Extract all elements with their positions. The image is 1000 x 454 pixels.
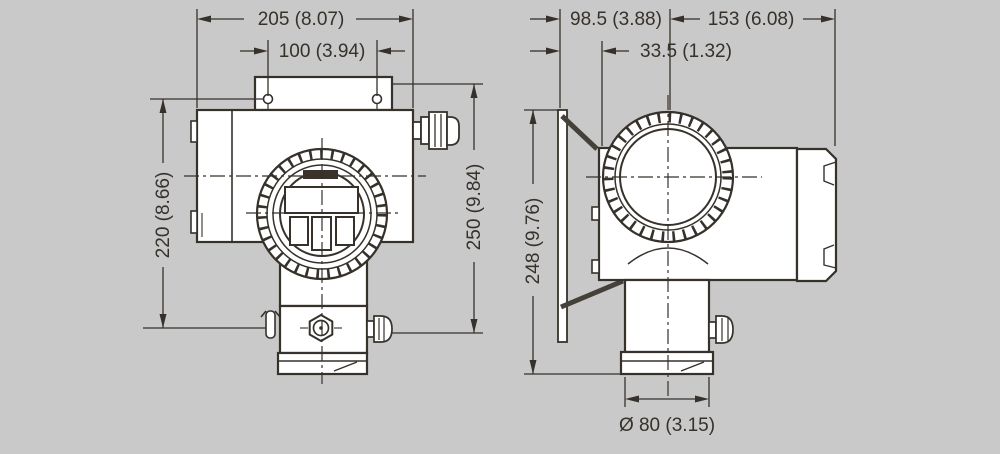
cover-knurl-ring <box>257 149 387 279</box>
ground-clip <box>260 310 281 339</box>
arrowhead <box>546 47 560 55</box>
arrowhead <box>470 319 478 333</box>
arrowhead <box>695 395 709 403</box>
keypad-button-right <box>335 216 355 246</box>
front-view <box>184 75 460 384</box>
mounting-plate <box>253 75 394 112</box>
bracket-tab-top <box>560 114 599 151</box>
display-cover <box>255 147 389 281</box>
bracket-tab-bottom <box>560 278 624 310</box>
front-centerlines <box>184 138 426 384</box>
hinge-tab-bottom <box>190 210 198 234</box>
arrowhead <box>399 15 413 23</box>
dimension-label: 220 (8.66) <box>153 172 174 259</box>
dimension-bracket-to-center: 98.5 (3.88) <box>530 9 671 110</box>
cable-gland-side <box>708 315 734 344</box>
keypad-button-left <box>289 216 309 246</box>
arrowhead <box>602 47 616 55</box>
dimension-label: Ø 80 (3.15) <box>619 415 715 436</box>
cable-gland-top <box>412 111 460 150</box>
dimension-label: 248 (9.76) <box>523 198 544 285</box>
arrowhead <box>625 395 639 403</box>
arrowhead <box>254 47 268 55</box>
hex-bolt <box>300 313 342 343</box>
side-view <box>557 95 838 398</box>
arrowhead <box>197 15 211 23</box>
arrowhead <box>159 99 167 113</box>
dimension-label: 98.5 (3.88) <box>570 9 662 30</box>
bracket-plate <box>557 109 568 343</box>
bracket-boss-top <box>591 206 600 221</box>
dimension-center-to-end: 153 (6.08) <box>670 9 836 146</box>
end-cap <box>795 147 838 283</box>
arrowhead <box>377 47 391 55</box>
hinge-tab-top <box>190 120 198 143</box>
side-centerlines <box>586 95 762 398</box>
dimension-body-height: 220 (8.66) <box>143 98 266 329</box>
dimension-label: 33.5 (1.32) <box>640 41 732 62</box>
arrowhead <box>529 110 537 124</box>
arrowhead <box>670 15 684 23</box>
dimension-label: 153 (6.08) <box>708 9 795 30</box>
neck-seam-arc <box>627 247 709 265</box>
arrowhead <box>546 15 560 23</box>
arrowhead <box>470 84 478 98</box>
dimension-label: 205 (8.07) <box>258 9 345 30</box>
dimension-label: 100 (3.94) <box>279 41 366 62</box>
base-flange-side <box>619 350 715 376</box>
display-label-bar <box>303 170 338 179</box>
dimension-total-height: 250 (9.84) <box>392 83 485 334</box>
neck-side <box>623 278 711 354</box>
dimension-hole-spacing: 100 (3.94) <box>240 40 405 96</box>
cable-gland-bottom <box>366 315 393 343</box>
dimension-base-diameter: Ø 80 (3.15) <box>619 377 715 436</box>
dimension-side-height: 248 (9.76) <box>523 109 624 375</box>
dimension-bracket-to-body: 33.5 (1.32) <box>530 41 732 146</box>
mounting-bracket <box>557 109 624 343</box>
arrowhead <box>529 360 537 374</box>
arrowhead <box>821 15 835 23</box>
dimensions: 205 (8.07) 100 (3.94) 220 (8.66) <box>143 9 836 436</box>
dimension-label: 250 (9.84) <box>464 164 485 251</box>
bracket-boss-bottom <box>591 259 600 274</box>
dimension-front-width: 205 (8.07) <box>196 9 414 108</box>
arrowhead <box>159 314 167 328</box>
